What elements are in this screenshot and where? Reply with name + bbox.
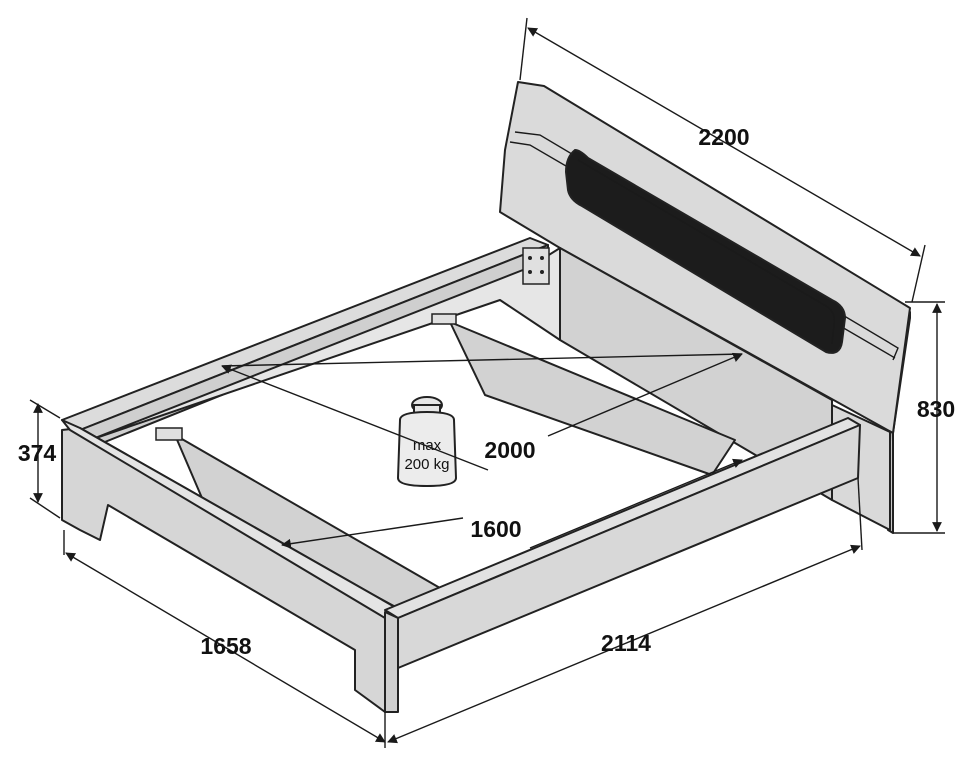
slat-bracket-back-icon	[431, 313, 457, 325]
slat-bracket-front-icon	[155, 427, 183, 441]
weight-label-value: 200 kg	[404, 456, 449, 473]
dim-outer-width: 1658	[200, 633, 251, 659]
dim-side-height: 374	[18, 440, 57, 466]
dim-headboard-width: 2200	[698, 124, 749, 150]
dim-inner-length: 2000	[484, 437, 535, 463]
weight-icon: max 200 kg	[396, 396, 458, 488]
dimension-labels: 2200 830 374 2000 1600 1658 2114	[18, 124, 955, 659]
dim-outer-length: 2114	[601, 630, 651, 656]
dim-inner-width: 1600	[470, 516, 521, 542]
corner-bracket-icon	[522, 247, 550, 285]
dim-headboard-height: 830	[917, 396, 955, 422]
dimension-lines	[29, 17, 945, 748]
